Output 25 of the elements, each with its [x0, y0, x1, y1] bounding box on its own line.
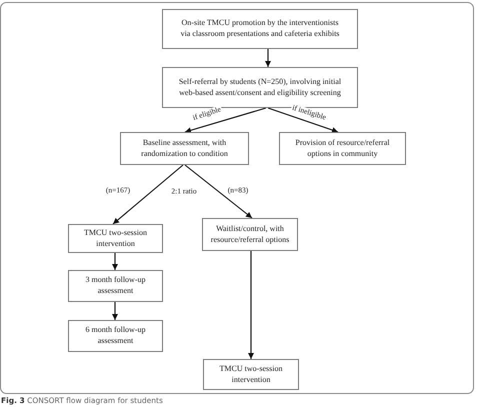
process-box: [68, 270, 163, 302]
box-text: 6 month follow-up assessment: [84, 325, 146, 347]
box-text: Provision of resource/referral options in community: [294, 138, 391, 160]
process-box: [202, 218, 298, 251]
arrow: [184, 164, 252, 218]
arrow: [184, 107, 266, 134]
box-text: On-site TMCU promotion by the interventionists via classroom presentations and cafeteria exhibits: [180, 18, 340, 40]
box-text: TMCU two-session intervention: [83, 228, 148, 250]
arrow: [112, 302, 118, 320]
process-box: [120, 132, 249, 165]
process-box: [68, 224, 163, 253]
box-text: TMCU two-session intervention: [218, 364, 284, 386]
box-text: Baseline assessment, with randomization to condition: [140, 138, 229, 160]
arrow: [112, 164, 184, 224]
arrow: [265, 49, 271, 67]
process-box: [162, 9, 358, 49]
box-text: Self-referral by students (N=250), involving initial web-based assent/consent and eligibility screening: [178, 76, 342, 98]
arrow: [268, 107, 338, 133]
process-box: [68, 320, 163, 352]
process-box: [203, 359, 299, 390]
arrow: [248, 251, 254, 359]
process-box: [279, 132, 406, 165]
box-text: Waitlist/control, with resource/referral options: [210, 224, 290, 246]
box-text: 3 month follow-up assessment: [84, 275, 146, 297]
arrow: [112, 253, 118, 270]
